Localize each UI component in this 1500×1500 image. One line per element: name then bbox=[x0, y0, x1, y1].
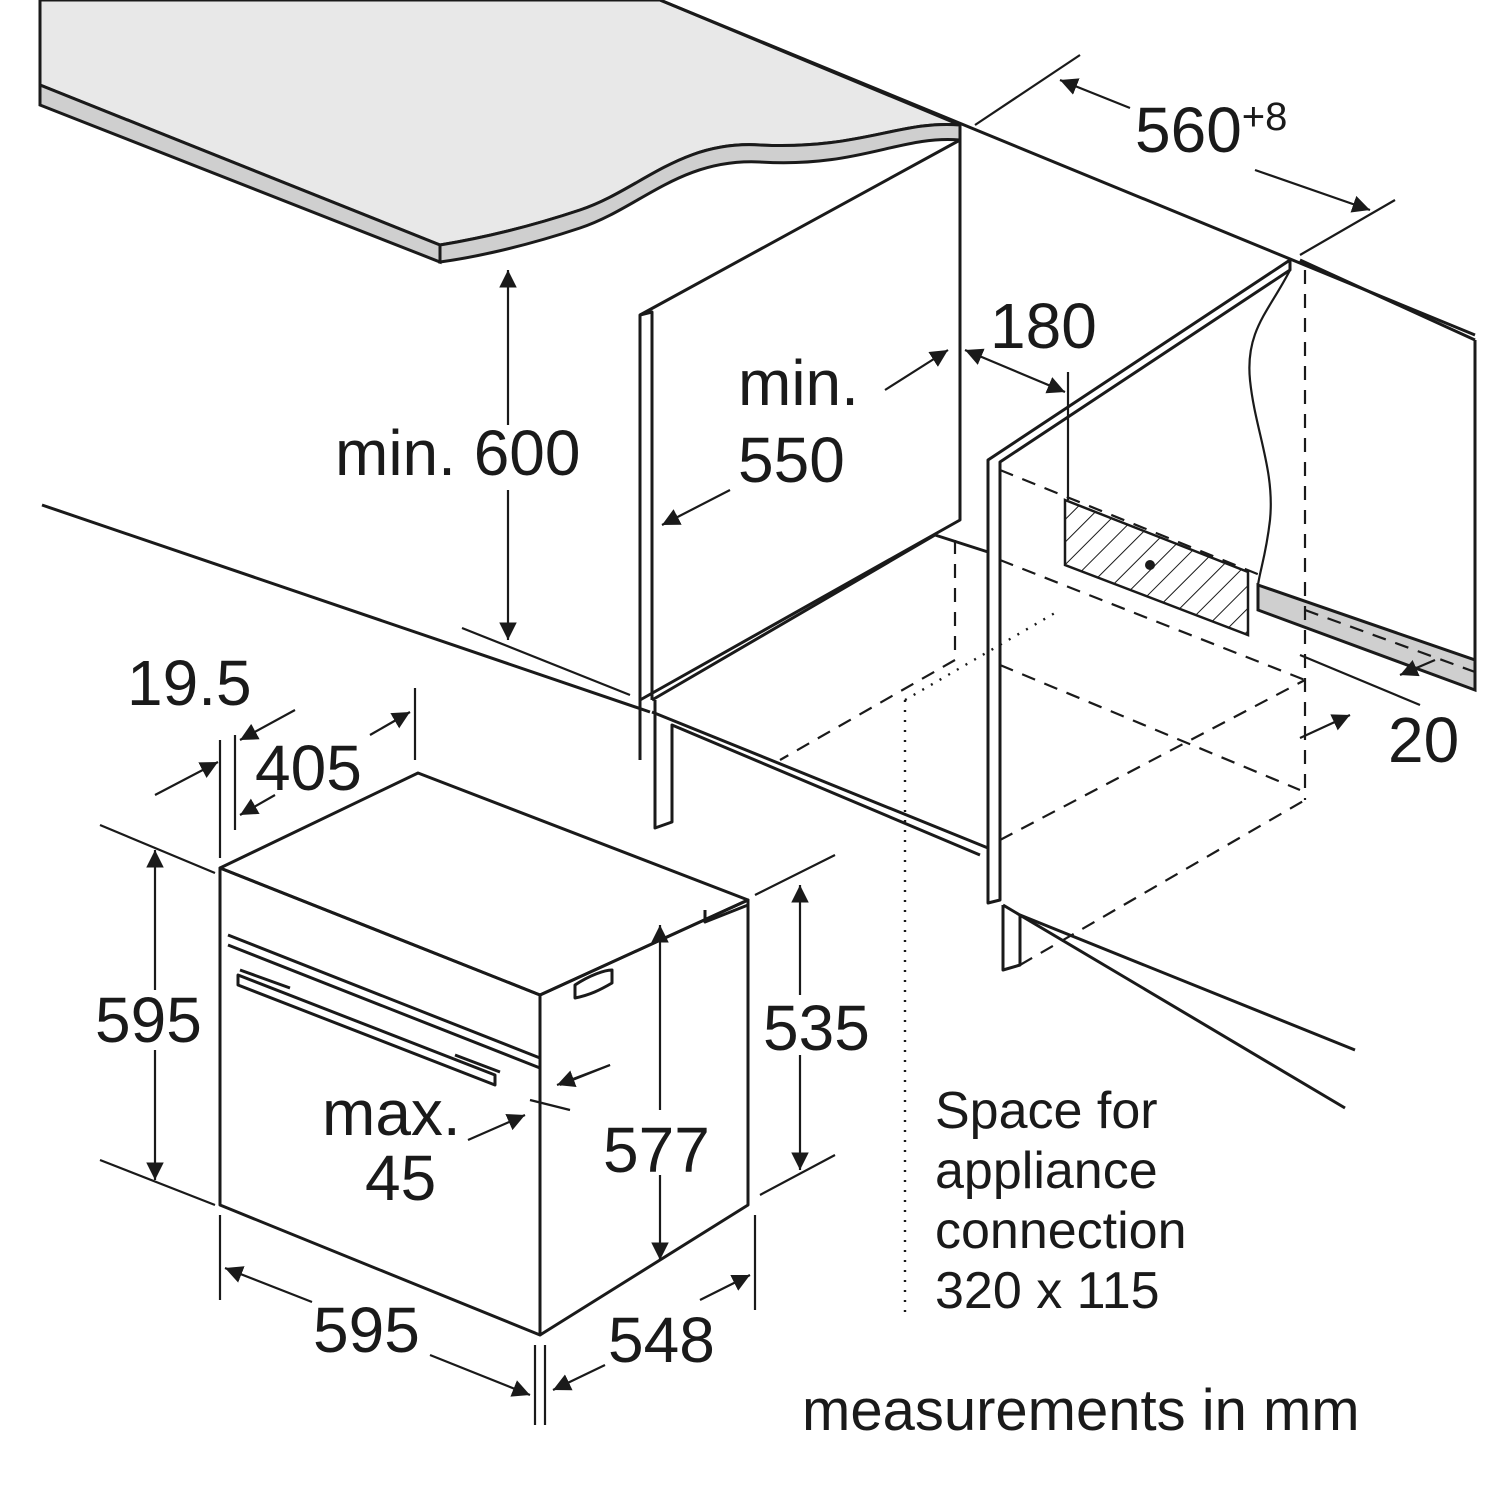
label-front-height: 595 bbox=[95, 984, 202, 1056]
label-body-depth: 548 bbox=[608, 1304, 715, 1376]
dimension-lines bbox=[99, 54, 1436, 1425]
wall-break-line bbox=[1248, 269, 1291, 586]
label-front-width: 595 bbox=[313, 1294, 420, 1366]
connection-note-line2: appliance bbox=[935, 1142, 1158, 1200]
connection-note: Space for appliance connection 320 x 115 bbox=[935, 1082, 1187, 1320]
connection-note-line3: connection bbox=[935, 1202, 1187, 1260]
label-min-depth-2: 550 bbox=[738, 424, 845, 496]
connection-area bbox=[1063, 498, 1250, 637]
label-width-opening: 560+8 bbox=[1135, 94, 1287, 166]
dimension-labels: 560+8 min. 600 min. 550 180 20 19.5 405 … bbox=[95, 94, 1459, 1376]
left-side-panel bbox=[638, 138, 962, 702]
label-rear-gap: 180 bbox=[990, 290, 1097, 362]
label-trim-offset: 19.5 bbox=[127, 647, 252, 719]
label-door-1: max. bbox=[322, 1077, 461, 1149]
oven-side bbox=[539, 898, 750, 1337]
label-height-opening: min. 600 bbox=[335, 417, 580, 489]
label-body-height-outer: 535 bbox=[763, 992, 870, 1064]
connection-note-line1: Space for bbox=[935, 1082, 1158, 1140]
label-body-height-inner: 577 bbox=[603, 1114, 710, 1186]
measurement-unit-note: measurements in mm bbox=[802, 1378, 1360, 1443]
label-top-depth: 405 bbox=[255, 732, 362, 804]
oven bbox=[218, 771, 750, 1337]
right-side-panel bbox=[986, 258, 1292, 905]
countertop bbox=[38, 0, 1476, 337]
cabinet-opening bbox=[41, 138, 1477, 1315]
label-door-2: 45 bbox=[365, 1142, 436, 1214]
label-bottom-gap: 20 bbox=[1388, 704, 1459, 776]
label-min-depth-1: min. bbox=[738, 347, 859, 419]
connection-note-line4: 320 x 115 bbox=[935, 1262, 1160, 1320]
oven-handle bbox=[236, 973, 497, 1087]
